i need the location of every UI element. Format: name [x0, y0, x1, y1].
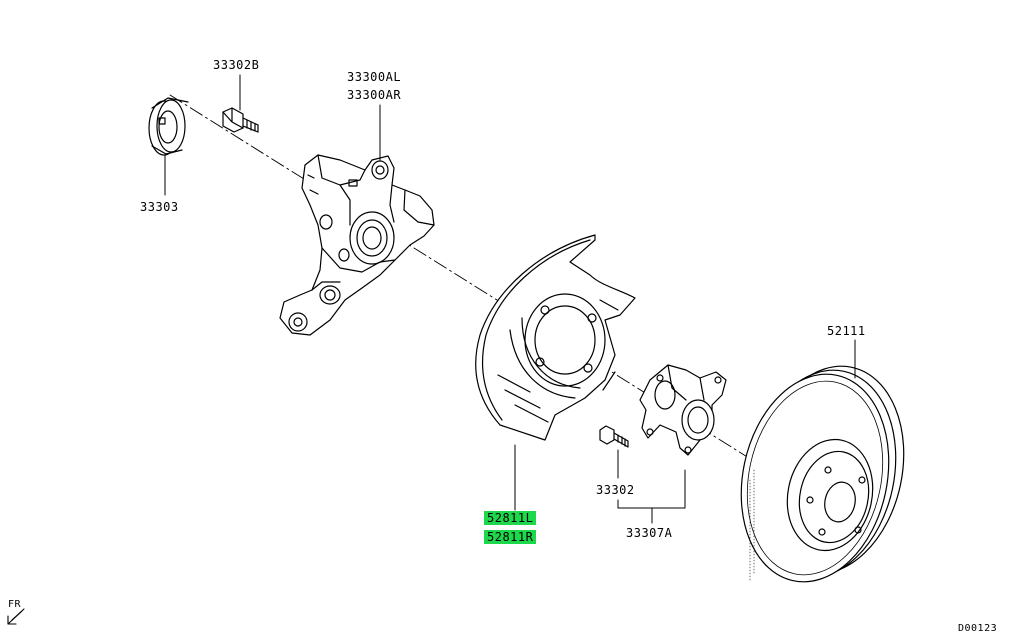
part-label-knuckle-right[interactable]: 33300AR — [347, 88, 402, 102]
front-arrow-icon — [7, 608, 25, 625]
rotor-drawing — [740, 365, 905, 583]
hub-drawing — [639, 364, 727, 456]
leader-lines — [164, 74, 856, 524]
bolt-drawing — [222, 107, 259, 133]
dust-shield-drawing — [475, 234, 636, 441]
part-label-knuckle-left[interactable]: 33300AL — [347, 70, 402, 84]
dust-cap-drawing — [148, 97, 189, 156]
part-label-shield-left[interactable]: 52811L — [484, 511, 537, 525]
knuckle-drawing — [279, 154, 435, 336]
part-label-rotor[interactable]: 52111 — [827, 324, 866, 338]
diagram-code: D00123 — [958, 623, 998, 634]
part-label-stud[interactable]: 33302 — [596, 483, 635, 497]
front-direction-label: FR — [8, 599, 22, 610]
part-label-cap[interactable]: 33303 — [140, 200, 179, 214]
stud-drawing — [599, 425, 629, 448]
part-label-hub[interactable]: 33307A — [626, 526, 673, 540]
part-label-shield-right[interactable]: 52811R — [484, 530, 537, 544]
part-label-bolt[interactable]: 33302B — [213, 58, 260, 72]
